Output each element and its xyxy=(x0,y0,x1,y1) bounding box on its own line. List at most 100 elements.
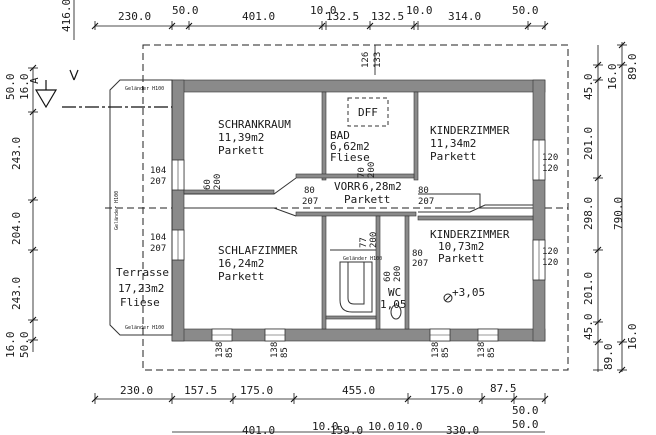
door-stair-2: 200 xyxy=(369,232,379,248)
room-floor: Fliese xyxy=(120,296,160,309)
section-letter: A xyxy=(28,77,41,84)
room-area: 6,62m2 xyxy=(330,140,370,153)
railing-label-side: Geländer H100 xyxy=(114,191,120,230)
bottom2-dim-4: 10.0 xyxy=(368,420,395,433)
room-floor: Parkett xyxy=(344,193,390,206)
door-stair-1: 77 xyxy=(359,237,369,248)
bottom-dim-6: 87.5 xyxy=(490,382,517,395)
top-dim-4: 10.0 xyxy=(310,4,337,17)
level-mark: +3,05 xyxy=(452,286,485,299)
room-area: 10,73m2 xyxy=(438,240,484,253)
bottom-dim-3: 175.0 xyxy=(240,384,273,397)
railing-label-stair: Geländer H100 xyxy=(343,256,382,262)
bottom-dim-5: 175.0 xyxy=(430,384,463,397)
right-dim-6: 89.0 xyxy=(602,344,615,371)
left-dim-2: 16.0 xyxy=(18,74,31,101)
right-outer-dim-1: 16.0 xyxy=(606,64,619,91)
room-name: Terrasse xyxy=(116,266,169,279)
window-bottom-3b: 85 xyxy=(441,347,451,358)
door-wc-1: 60 xyxy=(383,271,393,282)
door-kinder2-1: 80 xyxy=(412,249,423,259)
bottom-dim-2: 157.5 xyxy=(184,384,217,397)
toilet-icon xyxy=(390,304,402,320)
window-right-bottom-2: 120 xyxy=(542,258,558,268)
shaft-label: DFF xyxy=(358,106,378,119)
right-outer-dim-2: 89.0 xyxy=(626,54,639,81)
door-vorr-left-1: 80 xyxy=(304,186,315,196)
door-wc-2: 200 xyxy=(393,266,403,282)
door-schrank-2: 200 xyxy=(213,174,223,190)
stair xyxy=(330,249,376,313)
room-name: SCHRANKRAUM xyxy=(218,118,291,131)
corridor-walls xyxy=(184,177,533,217)
window-right-bottom-1: 120 xyxy=(542,247,558,257)
window-bottom-3a: 138 xyxy=(431,342,441,358)
right-outer-dim-4: 16.0 xyxy=(626,324,639,351)
top-dim-6: 132.5 xyxy=(371,10,404,23)
shaft-dim-1: 126 xyxy=(361,52,371,68)
room-schlafzimmer: SCHLAFZIMMER 16,24m2 Parkett xyxy=(218,244,298,283)
top-dimension-labels: 230.0 50.0 401.0 10.0 132.5 132.5 10.0 3… xyxy=(60,0,539,32)
window-bottom-2b: 85 xyxy=(280,347,290,358)
window-right-top-2: 120 xyxy=(542,164,558,174)
top-left-level: 416.0 xyxy=(60,0,73,32)
room-bad: BAD 6,62m2 Fliese xyxy=(330,129,370,164)
room-name: SCHLAFZIMMER xyxy=(218,244,298,257)
window-bottom-4b: 85 xyxy=(487,347,497,358)
door-schrank-1: 60 xyxy=(203,179,213,190)
door-bad-2: 200 xyxy=(367,162,377,178)
top-dim-5: 132.5 xyxy=(326,10,359,23)
top-dim-7: 10.0 xyxy=(406,4,433,17)
bottom2-dim-6: 330.0 xyxy=(446,424,479,435)
terrace-outline xyxy=(109,79,173,336)
bottom-dim-7: 50.0 xyxy=(512,404,539,417)
right-dim-2: 201.0 xyxy=(582,127,595,160)
window-bottom-2a: 138 xyxy=(270,342,280,358)
dimension-ticks xyxy=(29,22,626,403)
room-floor: Parkett xyxy=(218,144,264,157)
shaft xyxy=(347,97,389,127)
right-dim-1: 45.0 xyxy=(582,74,595,101)
bottom2-dim-7: 50.0 xyxy=(512,418,539,431)
room-floor: Parkett xyxy=(218,270,264,283)
window-bottom-1b: 85 xyxy=(225,347,235,358)
left-dim-6: 16.0 xyxy=(4,332,17,359)
room-floor: Fliese xyxy=(330,151,370,164)
bottom2-dim-3: 159.0 xyxy=(330,424,363,435)
bottom-dimension-labels: 230.0 157.5 175.0 455.0 175.0 87.5 50.0 … xyxy=(120,382,539,435)
top-dim-3: 401.0 xyxy=(242,10,275,23)
level-marker-slash xyxy=(444,294,452,302)
door-vorr-right-2: 207 xyxy=(418,197,434,207)
bottom2-dim-1: 401.0 xyxy=(242,424,275,435)
bottom-dim-4: 455.0 xyxy=(342,384,375,397)
room-area: 11,34m2 xyxy=(430,137,476,150)
room-kinderzimmer-2: KINDERZIMMER 10,73m2 Parkett xyxy=(430,228,510,265)
left-dim-7: 50.0 xyxy=(18,332,31,359)
room-area: 1,05 xyxy=(380,298,407,311)
top-dim-2: 50.0 xyxy=(172,4,199,17)
bottom-dim-1: 230.0 xyxy=(120,384,153,397)
top-dim-9: 50.0 xyxy=(512,4,539,17)
window-bottom-1a: 138 xyxy=(215,342,225,358)
door-bad-1: 70 xyxy=(357,167,367,178)
top-dim-8: 314.0 xyxy=(448,10,481,23)
left-dim-3: 243.0 xyxy=(10,137,23,170)
room-name: KINDERZIMMER xyxy=(430,124,510,137)
room-floor: Parkett xyxy=(430,150,476,163)
bottom2-dim-2: 10.0 xyxy=(312,420,339,433)
window-left-top-2: 207 xyxy=(150,177,166,187)
right-dim-5: 45.0 xyxy=(582,314,595,341)
bottom2-dim-5: 10.0 xyxy=(396,420,423,433)
room-kinderzimmer-1: KINDERZIMMER 11,34m2 Parkett xyxy=(430,124,510,163)
room-name: BAD xyxy=(330,129,350,142)
railing-label-bottom: Geländer H100 xyxy=(125,325,164,331)
room-terrasse: Terrasse 17,23m2 Fliese xyxy=(116,266,169,309)
door-kinder2-2: 207 xyxy=(412,259,428,269)
door-vorr-left-2: 207 xyxy=(302,197,318,207)
room-area: 16,24m2 xyxy=(218,257,264,270)
railing-label-top: Geländer H100 xyxy=(125,86,164,92)
room-floor: Parkett xyxy=(438,252,484,265)
left-dim-5: 243.0 xyxy=(10,277,23,310)
room-schrankraum: SCHRANKRAUM 11,39m2 Parkett xyxy=(218,118,291,157)
section-marker-icon xyxy=(34,69,79,109)
